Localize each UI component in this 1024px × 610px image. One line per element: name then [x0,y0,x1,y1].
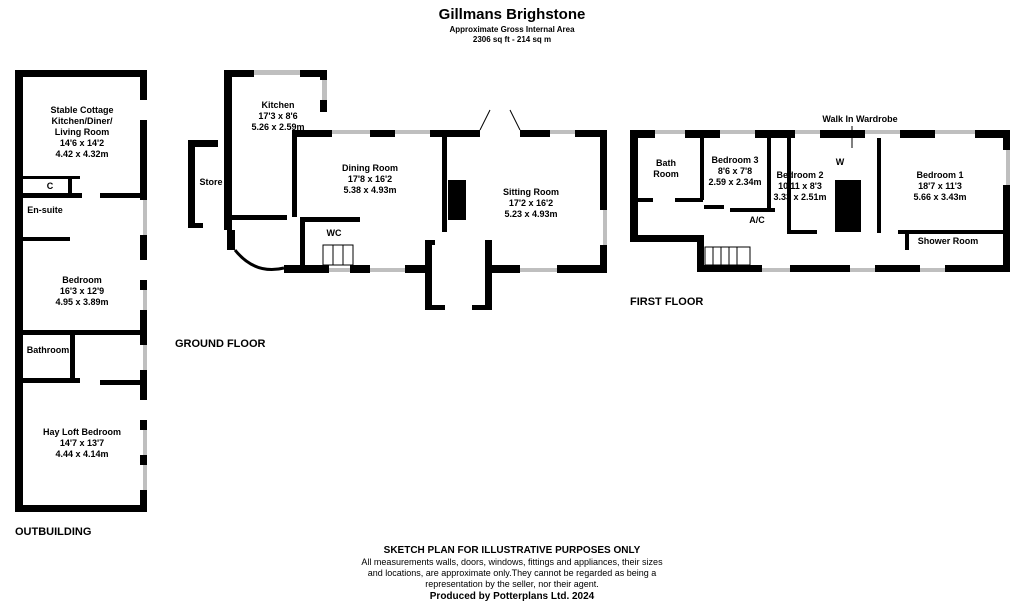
producer-credit: Produced by Potterplans Ltd. 2024 [429,591,595,602]
stairs [322,244,751,266]
room-name: Bedroom 2 [776,170,824,180]
room-kitchen: Kitchen 17'3 x 8'6 5.26 x 2.59m [251,100,304,133]
room-hay-loft-bedroom: Hay Loft Bedroom 14'7 x 13'7 4.44 x 4.14… [43,427,121,460]
room-name: Dining Room [342,163,398,173]
room-name: Bath [656,158,676,168]
total-area: 2306 sq ft - 214 sq m [472,35,552,44]
room-walk-in-wardrobe: Walk In Wardrobe [822,114,898,124]
outbuilding-windows [143,200,147,490]
room-name: Living Room [54,127,110,137]
room-ensuite: En-suite [27,205,63,215]
room-name: Bedroom [62,275,102,285]
room-size-imperial: 16'3 x 12'9 [59,286,105,296]
room-store: Store [199,177,223,187]
room-dining: Dining Room 17'8 x 16'2 5.38 x 4.93m [342,163,398,196]
room-size-imperial: 14'7 x 13'7 [59,438,105,448]
disclaimer-line: All measurements walls, doors, windows, … [361,557,663,567]
floor-label-outbuilding: OUTBUILDING [15,526,92,538]
room-size-metric: 4.44 x 4.14m [55,449,109,459]
floor-label-first: FIRST FLOOR [630,296,704,308]
plan-subtitle: Approximate Gross Internal Area [449,25,575,34]
room-size-imperial: 17'2 x 16'2 [508,198,554,208]
disclaimer-line: and locations, are approximate only.They… [367,568,657,578]
room-bedroom-3: Bedroom 3 8'6 x 7'8 2.59 x 2.34m [708,155,761,188]
disclaimer-heading: SKETCH PLAN FOR ILLUSTRATIVE PURPOSES ON… [383,545,641,556]
room-outbuilding-bathroom: Bathroom [26,345,70,355]
room-size-metric: 5.23 x 4.93m [504,209,558,219]
first-floor-windows [655,130,1010,272]
ground-floor-windows [254,70,607,272]
room-size-imperial: 14'6 x 14'2 [59,138,105,148]
room-size-metric: 4.95 x 3.89m [55,297,109,307]
first-floor-walls [630,130,1010,272]
room-size-metric: 3.33 x 2.51m [773,192,827,202]
room-bedroom-2: Bedroom 2 10'11 x 8'3 3.33 x 2.51m [773,170,826,203]
room-stable-cottage: Stable Cottage Kitchen/Diner/ Living Roo… [50,105,113,160]
room-wc: WC [326,228,342,238]
room-name: Bedroom 3 [711,155,759,165]
room-name: Sitting Room [503,187,559,197]
room-size-metric: 2.59 x 2.34m [708,177,762,187]
floor-label-ground: GROUND FLOOR [175,338,266,350]
room-size-imperial: 8'6 x 7'8 [717,166,753,176]
room-size-imperial: 18'7 x 11'3 [918,181,962,191]
room-size-imperial: 10'11 x 8'3 [778,181,822,191]
bay-window [233,249,285,271]
room-bedroom-1: Bedroom 1 18'7 x 11'3 5.66 x 3.43m [913,170,966,203]
room-bath: Bath Room [653,158,679,180]
room-name: Kitchen/Diner/ [51,116,113,126]
room-airing-cupboard: A/C [749,215,765,225]
plan-title: Gillmans Brighstone [438,6,586,23]
room-size-metric: 5.26 x 2.59m [251,122,305,132]
disclaimer-line: representation by the seller, nor their … [425,579,599,589]
room-size-imperial: 17'8 x 16'2 [347,174,393,184]
room-name: Room [653,169,679,179]
room-size-imperial: 17'3 x 8'6 [258,111,298,121]
room-name: Kitchen [261,100,295,110]
room-shower: Shower Room [917,236,979,246]
disclaimer: SKETCH PLAN FOR ILLUSTRATIVE PURPOSES ON… [361,544,662,604]
room-name: Bedroom 1 [916,170,964,180]
room-size-metric: 4.42 x 4.32m [55,149,109,159]
room-name: Hay Loft Bedroom [42,427,122,437]
room-name: Stable Cottage [50,105,114,115]
room-size-metric: 5.38 x 4.93m [343,185,397,195]
room-closet: C [46,181,54,191]
room-sitting: Sitting Room 17'2 x 16'2 5.23 x 4.93m [503,187,559,220]
room-size-metric: 5.66 x 3.43m [913,192,967,202]
room-wardrobe: W [835,157,845,167]
outbuilding-walls [15,70,147,512]
room-outbuilding-bedroom: Bedroom 16'3 x 12'9 4.95 x 3.89m [55,275,108,308]
ground-floor-walls [188,70,607,310]
french-doors [479,109,521,131]
